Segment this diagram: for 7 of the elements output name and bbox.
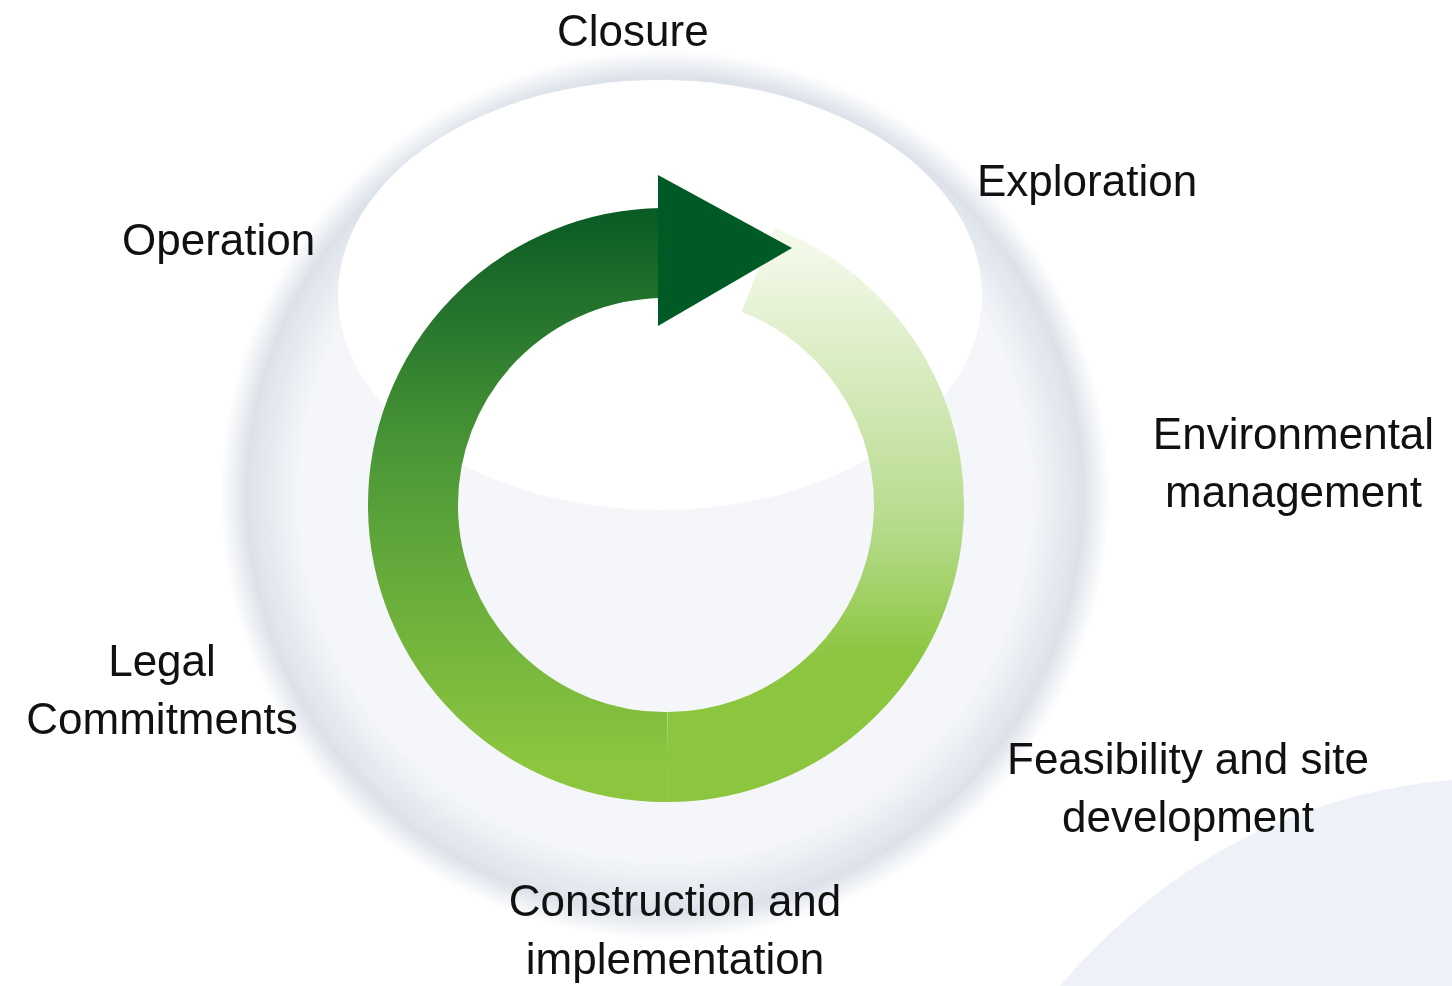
stage-label: Legal Commitments bbox=[25, 635, 299, 745]
stage-label: Feasibility and site development bbox=[1006, 733, 1370, 843]
stage-label: Construction and implementation bbox=[507, 875, 843, 985]
stage-label: Operation bbox=[122, 214, 317, 266]
stage-label: Closure bbox=[557, 5, 710, 57]
stage-label: Exploration bbox=[977, 155, 1199, 207]
stage-label: Environmental management bbox=[1151, 408, 1436, 518]
